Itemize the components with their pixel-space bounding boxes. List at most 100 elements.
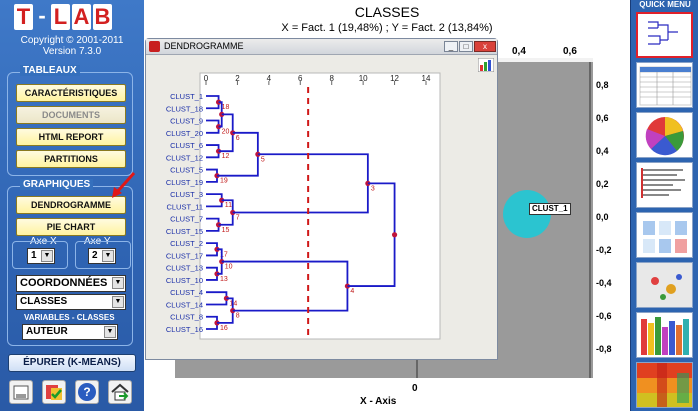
epurer-kmeans-button[interactable]: ÉPURER (K-MEANS) xyxy=(8,354,136,372)
axe-x-value: 1 xyxy=(31,250,37,261)
graphiques-group: GRAPHIQUES xyxy=(7,179,133,346)
chevron-down-icon: ▼ xyxy=(112,277,124,289)
leaf-label: CLUST_2 xyxy=(170,239,203,248)
cluster-label: CLUST_1 xyxy=(529,203,571,215)
merge-label: 12 xyxy=(222,153,230,160)
merge-label: 11 xyxy=(225,202,232,209)
logo-letter: - xyxy=(38,3,46,28)
dendrogram-window-titlebar[interactable]: DENDROGRAMME _ □ x xyxy=(146,39,497,55)
dendrogram-thumb[interactable] xyxy=(636,12,693,58)
right-tick: 0,4 xyxy=(596,146,609,156)
merge-label: 8 xyxy=(236,313,240,320)
dendrogram-thumb-graphic xyxy=(638,14,691,56)
x-tick-label: 8 xyxy=(329,74,334,83)
help-icon[interactable]: ? xyxy=(75,380,99,404)
close-button[interactable]: x xyxy=(474,41,496,52)
right-tick: 0,6 xyxy=(596,113,609,123)
x-tick-label: 6 xyxy=(298,74,303,83)
bars-thumb[interactable] xyxy=(636,312,693,358)
top-tick: 0,6 xyxy=(563,46,577,57)
minimize-button[interactable]: _ xyxy=(444,41,458,52)
partitions-button[interactable]: PARTITIONS xyxy=(16,150,126,168)
annotation-arrow xyxy=(112,171,136,198)
leaf-label: CLUST_4 xyxy=(170,288,203,297)
right-tick: 0,0 xyxy=(596,212,609,222)
bars-thumb-graphic xyxy=(641,317,689,355)
merge-node xyxy=(215,99,222,105)
merge-node xyxy=(255,151,261,157)
table-thumb-graphic xyxy=(639,66,692,106)
logo-letter: B xyxy=(93,4,112,30)
x-axis-label: X - Axis xyxy=(360,396,397,407)
dendrogram-plot-bg xyxy=(199,72,441,340)
x-tick-label: 4 xyxy=(267,74,272,83)
dendrogram-window-title: DENDROGRAMME xyxy=(164,41,244,51)
caracteristiques-button[interactable]: CARACTÉRISTIQUES xyxy=(16,84,126,102)
variables-select[interactable]: AUTEUR ▼ xyxy=(22,324,118,340)
chevron-down-icon: ▼ xyxy=(112,296,124,308)
merge-label: 4 xyxy=(350,288,354,295)
leaf-label: CLUST_15 xyxy=(166,227,203,236)
right-tick: 0,2 xyxy=(596,179,609,189)
leaf-label: CLUST_10 xyxy=(166,276,203,285)
plot-title: CLASSES xyxy=(354,4,420,20)
home-icon-graphic xyxy=(111,383,129,401)
pie-chart-button[interactable]: PIE CHART xyxy=(16,218,126,236)
type-select[interactable]: CLASSES ▼ xyxy=(16,294,126,310)
leaf-label: CLUST_20 xyxy=(166,129,203,138)
right-tick: -0,6 xyxy=(596,311,612,321)
axe-y-select[interactable]: 2 ▼ xyxy=(88,248,116,264)
leaf-label: CLUST_19 xyxy=(166,178,203,187)
logo-letter: A xyxy=(72,4,91,30)
tlab-logo: T - L A B xyxy=(14,4,132,32)
chart-thumb[interactable] xyxy=(636,212,693,258)
merge-node xyxy=(215,222,222,228)
x-tick-label: 14 xyxy=(422,74,431,83)
merge-label: 20 xyxy=(222,129,230,136)
maximize-button[interactable]: □ xyxy=(459,41,473,52)
merge-label: 19 xyxy=(220,178,228,185)
type-select-value: CLASSES xyxy=(20,296,68,307)
heatmap-thumb-graphic xyxy=(637,363,692,407)
version-text: Version 7.3.0 xyxy=(42,46,102,57)
right-tick: -0,2 xyxy=(596,245,612,255)
chevron-down-icon: ▼ xyxy=(41,250,53,262)
merge-label: 18 xyxy=(222,104,230,111)
axe-x-select[interactable]: 1 ▼ xyxy=(27,248,55,264)
save-icon[interactable] xyxy=(9,380,33,404)
dendrogramme-button[interactable]: DENDROGRAMME xyxy=(16,196,126,214)
variables-classes-label: VARIABLES - CLASSES xyxy=(24,313,115,322)
merge-label: 7 xyxy=(236,215,240,222)
report-thumb[interactable] xyxy=(636,162,693,208)
export-check-icon[interactable] xyxy=(42,380,66,404)
mode-select[interactable]: COORDONNÉES ▼ xyxy=(16,275,126,292)
documents-button[interactable]: DOCUMENTS xyxy=(16,106,126,124)
chart-icon[interactable] xyxy=(478,58,494,72)
leaf-label: CLUST_1 xyxy=(170,92,203,101)
quick-menu: QUICK MENU xyxy=(630,0,698,411)
pie-thumb[interactable] xyxy=(636,112,693,158)
x-tick-label: 12 xyxy=(390,74,399,83)
html-report-button[interactable]: HTML REPORT xyxy=(16,128,126,146)
app-icon xyxy=(149,41,160,52)
merge-node xyxy=(365,180,371,186)
tableaux-group-title: TABLEAUX xyxy=(20,65,80,76)
x-tick-label: 2 xyxy=(235,74,240,83)
scatter-thumb[interactable] xyxy=(636,262,693,308)
merge-label: 3 xyxy=(371,185,375,192)
home-icon[interactable] xyxy=(108,380,132,404)
merge-label: 15 xyxy=(222,227,230,234)
table-thumb[interactable] xyxy=(636,62,693,108)
leaf-label: CLUST_12 xyxy=(166,153,203,162)
heatmap-thumb[interactable] xyxy=(636,362,693,408)
x-tick-label: 0 xyxy=(204,74,209,83)
export-check-icon-graphic xyxy=(46,385,62,400)
logo-letter: T xyxy=(14,4,33,30)
svg-text:?: ? xyxy=(83,385,90,399)
merge-label: 5 xyxy=(261,156,265,163)
quick-menu-title: QUICK MENU xyxy=(639,0,691,9)
chart-thumb-graphic xyxy=(643,221,687,253)
merge-node xyxy=(215,124,222,130)
merge-label: 10 xyxy=(225,264,233,271)
